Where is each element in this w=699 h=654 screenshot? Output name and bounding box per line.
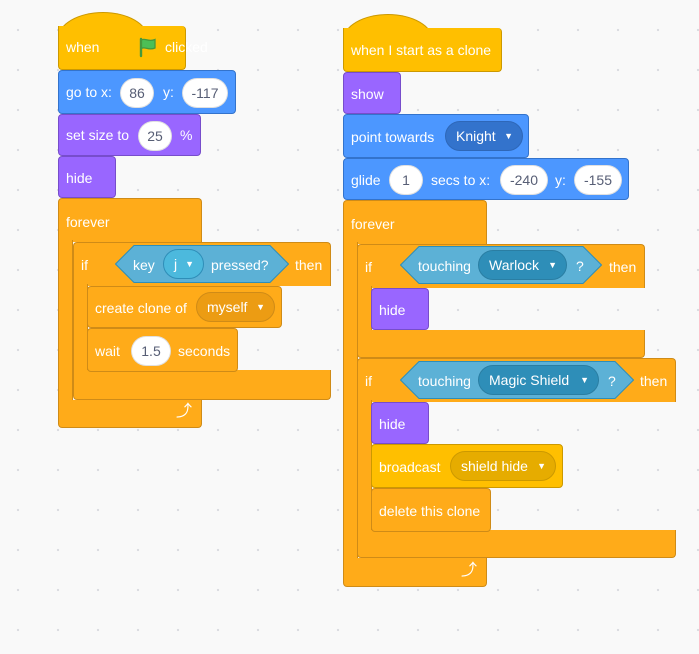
forever-bottom: ⤴ [343,558,487,587]
key-value: j [174,256,178,272]
clicked-label: clicked [165,39,208,55]
key-pressed-block[interactable]: key j ▼ pressed? [115,245,289,283]
if-arm [357,286,372,332]
go-to-xy-block[interactable]: go to x: 86 y: -117 [58,70,236,114]
glide-label: glide [351,172,381,188]
clone-target-dropdown[interactable]: myself ▼ [196,292,275,322]
when-label: when [66,39,100,55]
show-label: show [351,86,384,102]
create-clone-label: create clone of [95,300,187,316]
percent-label: % [180,127,193,143]
loop-arrow-icon: ⤴ [461,562,478,579]
touching-target-dropdown[interactable]: Warlock ▼ [478,250,567,280]
touching-target-value: Magic Shield [489,372,570,388]
caret-down-icon: ▼ [504,131,513,141]
caret-down-icon: ▼ [256,302,265,312]
forever-block[interactable]: forever [343,200,487,244]
when-flag-clicked-block[interactable]: when clicked [58,26,208,70]
pressed-label: pressed? [211,257,269,273]
broadcast-message-value: shield hide [461,458,528,474]
wait-input[interactable]: 1.5 [131,336,171,366]
touching-shield-condition[interactable]: touching Magic Shield ▼ ? [400,361,634,399]
if-bottom [357,330,645,358]
question-mark: ? [576,258,584,274]
y-label: y: [163,84,174,100]
hide-block[interactable]: hide [371,288,429,330]
clone-target-value: myself [207,299,248,315]
broadcast-block[interactable]: broadcast shield hide ▼ [371,444,563,488]
caret-down-icon: ▼ [537,461,546,471]
when-start-as-clone-block[interactable]: when I start as a clone [343,28,502,72]
secs-to-x-label: secs to x: [431,172,491,188]
forever-label: forever [351,216,395,232]
loop-arrow-icon: ⤴ [176,403,193,420]
glide-y-label: y: [555,172,566,188]
forever-block[interactable]: forever [58,198,202,242]
create-clone-block[interactable]: create clone of myself ▼ [87,286,282,328]
seconds-label: seconds [178,343,231,359]
go-to-label: go to x: [66,84,112,100]
hide-block[interactable]: hide [58,156,116,198]
green-flag-icon [139,37,156,58]
broadcast-label: broadcast [379,459,441,475]
point-towards-label: point towards [351,129,435,145]
delete-clone-label: delete this clone [379,503,481,519]
if-arm [357,400,372,532]
forever-arm [58,240,73,402]
touching-warlock-condition[interactable]: touching Warlock ▼ ? [400,246,602,284]
clone-hat-label: when I start as a clone [351,42,492,58]
then-label: then [609,259,637,275]
y-input[interactable]: -117 [182,78,228,108]
if-arm [73,284,88,372]
hide-block[interactable]: hide [371,402,429,444]
show-block[interactable]: show [343,72,401,114]
touching-target-value: Warlock [489,257,540,273]
x-input[interactable]: 86 [120,78,154,108]
wait-label: wait [95,343,120,359]
caret-down-icon: ▼ [548,260,557,270]
touching-label: touching [418,258,471,274]
touching-label: touching [418,373,471,389]
glide-x-input[interactable]: -240 [500,165,548,195]
glide-secs-input[interactable]: 1 [389,165,423,195]
broadcast-message-dropdown[interactable]: shield hide ▼ [450,451,556,481]
point-towards-block[interactable]: point towards Knight ▼ [343,114,529,158]
if-label: if [365,259,372,275]
delete-clone-block[interactable]: delete this clone [371,488,491,532]
question-mark: ? [608,373,616,389]
wait-block[interactable]: wait 1.5 seconds [87,328,238,372]
glide-y-input[interactable]: -155 [574,165,622,195]
point-target-dropdown[interactable]: Knight ▼ [445,121,523,151]
set-size-block[interactable]: set size to 25 % [58,114,201,156]
caret-down-icon: ▼ [580,375,589,385]
if-label: if [365,373,372,389]
hide-label: hide [379,416,406,432]
forever-arm [343,242,358,560]
point-target-value: Knight [456,128,496,144]
size-input[interactable]: 25 [138,121,172,151]
if-label: if [81,257,88,273]
key-label: key [133,257,155,273]
then-label: then [295,257,323,273]
forever-label: forever [66,214,110,230]
hide-label: hide [66,170,93,186]
if-bottom [357,530,676,558]
then-label: then [640,373,668,389]
if-bottom [73,370,331,400]
key-dropdown[interactable]: j ▼ [163,249,204,279]
touching-target-dropdown[interactable]: Magic Shield ▼ [478,365,599,395]
hide-label: hide [379,302,406,318]
forever-bottom: ⤴ [58,400,202,428]
caret-down-icon: ▼ [185,259,194,269]
set-size-label: set size to [66,127,130,143]
glide-block[interactable]: glide 1 secs to x: -240 y: -155 [343,158,629,200]
